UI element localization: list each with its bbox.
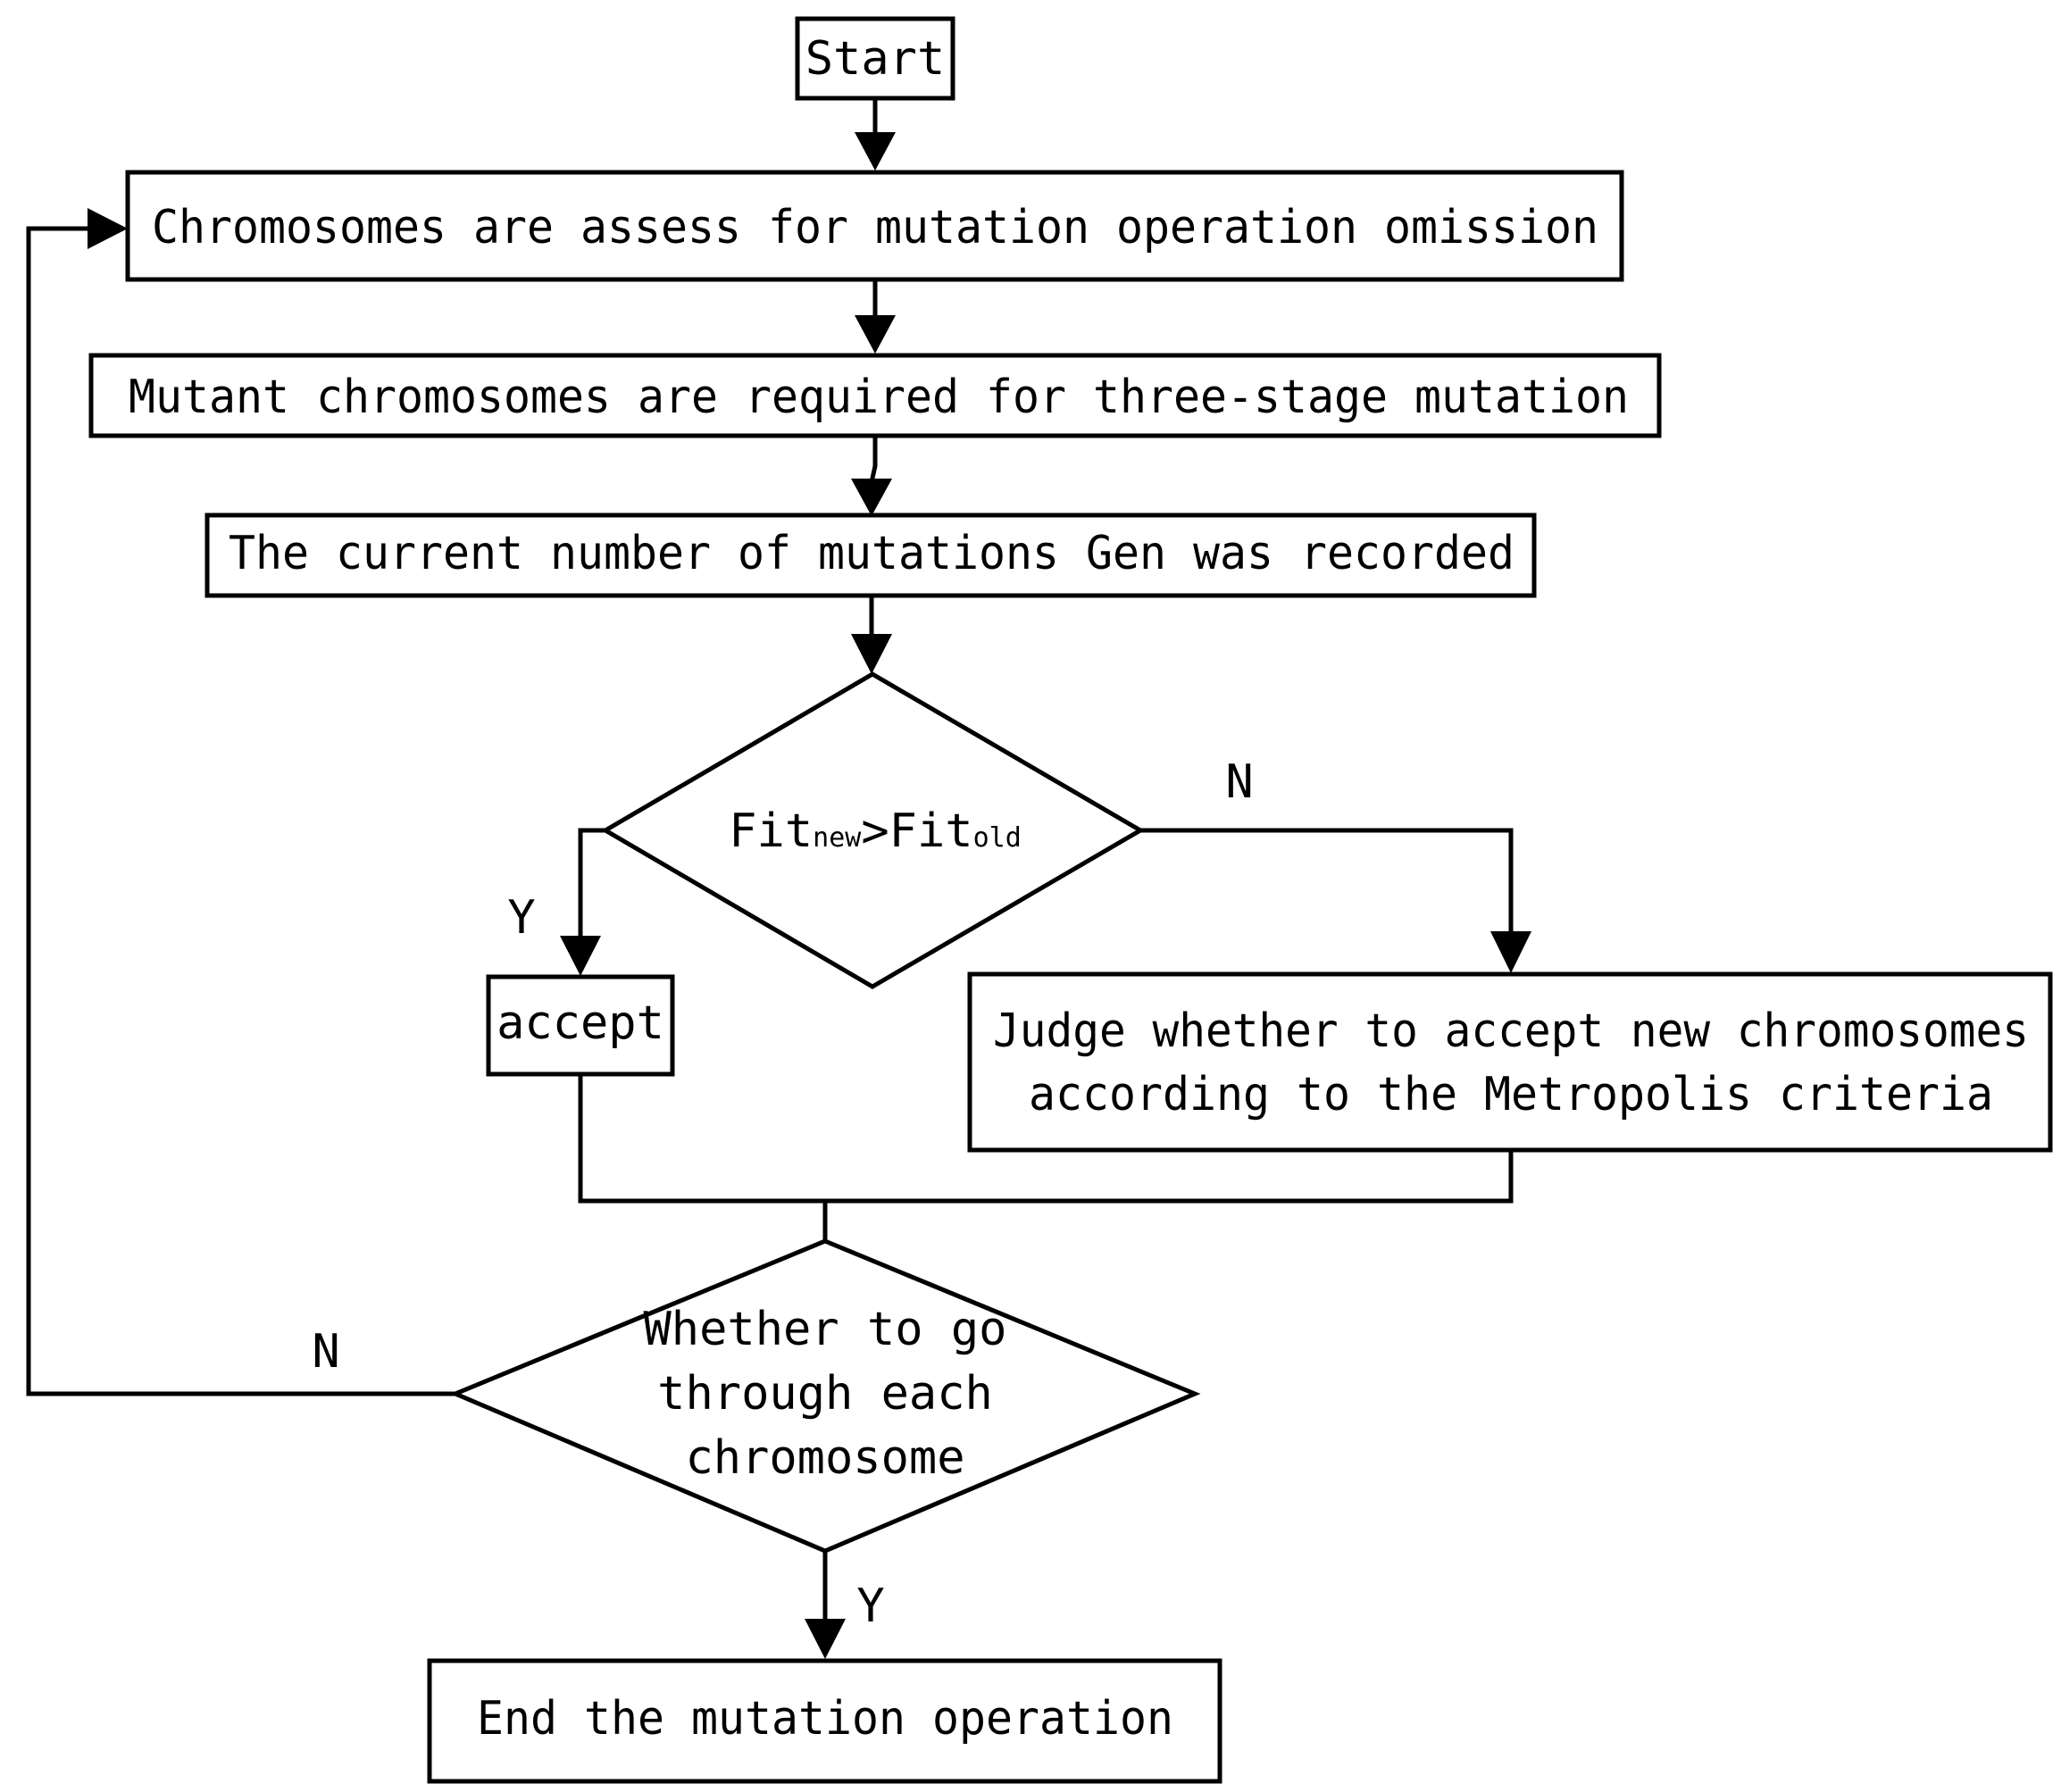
assess-label: Chromosomes are assess for mutation oper…	[152, 201, 1598, 254]
fit-new-subscript: new	[813, 822, 862, 854]
fit-old-subscript: old	[973, 822, 1022, 854]
fitness-no-label: N	[1225, 755, 1253, 809]
judge-label-line2: according to the Metropolis criteria	[1029, 1068, 1993, 1121]
arrowhead-mutant-record	[851, 479, 892, 516]
edge-mutant-record	[869, 436, 878, 483]
start-node	[795, 16, 955, 101]
edge-fitness-accept	[578, 828, 605, 938]
mutant-node	[88, 353, 1662, 438]
traverse-label-line3: chromosome	[685, 1431, 964, 1485]
arrowhead-fitness-judge	[1490, 931, 1531, 973]
accept-node	[486, 974, 675, 1077]
start-label: Start	[805, 32, 946, 86]
traverse-label-line2: through each	[657, 1367, 993, 1421]
fitness-condition: Fitnew>Fitold	[729, 804, 1022, 858]
arrowhead-record-fitness	[851, 634, 892, 674]
arrowhead-fitness-accept	[560, 936, 601, 976]
judge-node	[967, 971, 2053, 1153]
traverse-label-line1: Whether to go	[644, 1303, 1007, 1356]
fitness-yes-label: Y	[507, 891, 535, 945]
traverse-no-label: N	[312, 1325, 339, 1379]
assess-node	[125, 170, 1624, 282]
fit-operator: >Fit	[861, 804, 972, 858]
end-label: End the mutation operation	[477, 1692, 1173, 1746]
arrowhead-assess-mutant	[855, 315, 896, 354]
arrowhead-start-assess	[855, 132, 896, 171]
traverse-decision	[449, 1238, 1201, 1554]
record-node	[204, 513, 1537, 598]
fitness-decision	[601, 671, 1145, 989]
traverse-yes-label: Y	[856, 1579, 884, 1633]
fit-new-prefix: Fit	[729, 804, 813, 858]
edge-traverse-loop	[26, 226, 455, 1396]
judge-label-line1: Judge whether to accept new chromosomes	[993, 1004, 2029, 1058]
arrowhead-traverse-end	[805, 1619, 846, 1659]
arrowhead-loop-assess	[88, 208, 128, 249]
mutant-label: Mutant chromosomes are required for thre…	[129, 371, 1629, 424]
end-node	[427, 1658, 1222, 1784]
record-label: The current number of mutations Gen was …	[229, 527, 1514, 580]
edge-accept-merge	[578, 1074, 1514, 1204]
accept-label: accept	[496, 996, 664, 1050]
edge-fitness-judge	[1140, 828, 1514, 933]
